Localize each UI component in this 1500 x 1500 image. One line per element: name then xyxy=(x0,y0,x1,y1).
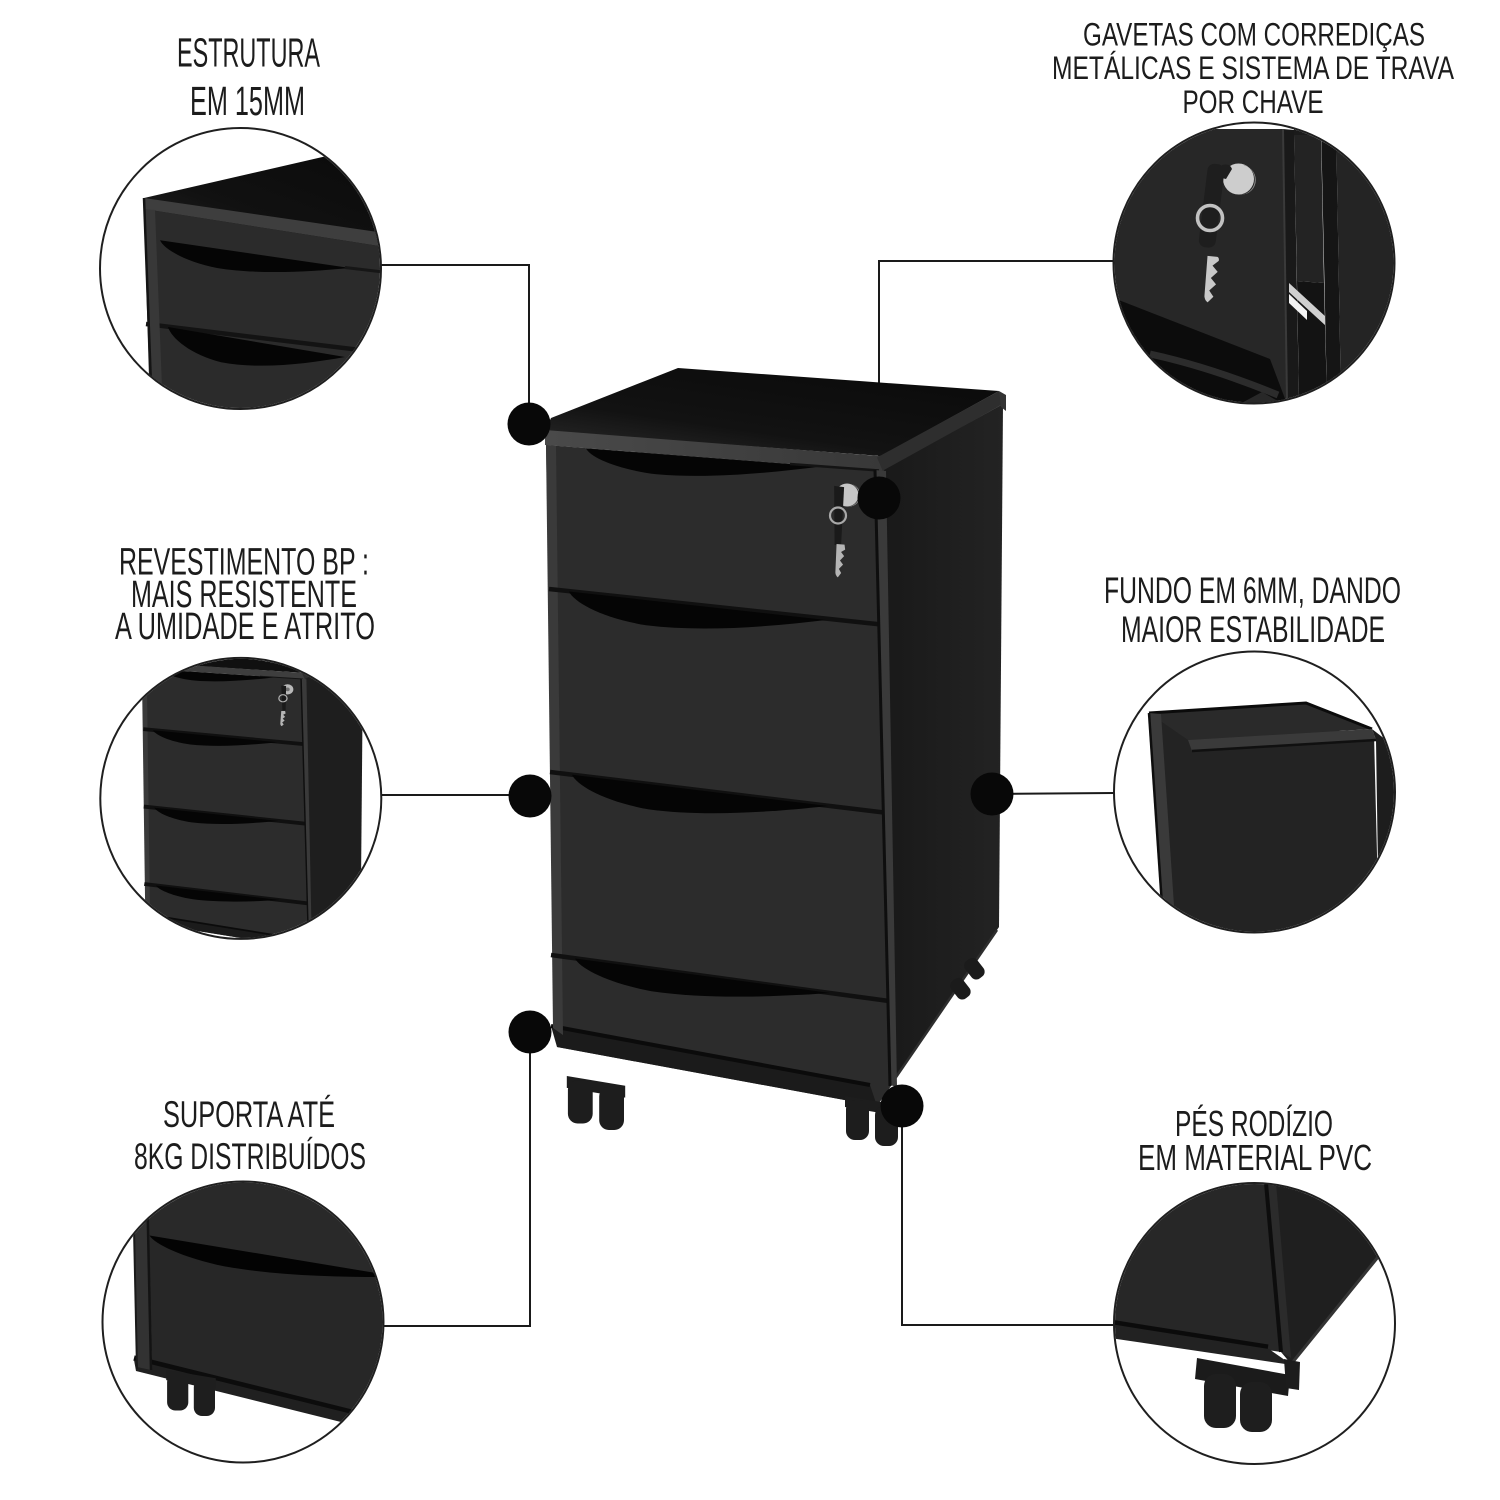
svg-text:EM MATERIAL PVC: EM MATERIAL PVC xyxy=(1138,1137,1372,1178)
svg-text:PÉS RODÍZIO: PÉS RODÍZIO xyxy=(1175,1103,1333,1144)
svg-text:GAVETAS COM CORREDIÇAS: GAVETAS COM CORREDIÇAS xyxy=(1083,16,1425,52)
svg-text:POR CHAVE: POR CHAVE xyxy=(1183,84,1324,120)
svg-text:ESTRUTURA: ESTRUTURA xyxy=(177,30,320,76)
svg-text:MAIS RESISTENTE: MAIS RESISTENTE xyxy=(131,574,357,616)
svg-text:FUNDO EM 6MM, DANDO: FUNDO EM 6MM, DANDO xyxy=(1104,569,1401,611)
svg-text:METÁLICAS E SISTEMA DE TRAVA: METÁLICAS E SISTEMA DE TRAVA xyxy=(1052,50,1455,86)
svg-text:MAIOR ESTABILIDADE: MAIOR ESTABILIDADE xyxy=(1121,608,1385,650)
svg-text:SUPORTA ATÉ: SUPORTA ATÉ xyxy=(163,1093,335,1135)
svg-text:REVESTIMENTO BP :: REVESTIMENTO BP : xyxy=(119,542,369,584)
svg-text:EM 15MM: EM 15MM xyxy=(190,78,305,124)
svg-text:A UMIDADE E ATRITO: A UMIDADE E ATRITO xyxy=(115,606,375,648)
svg-text:8KG DISTRIBUÍDOS: 8KG DISTRIBUÍDOS xyxy=(134,1135,366,1177)
